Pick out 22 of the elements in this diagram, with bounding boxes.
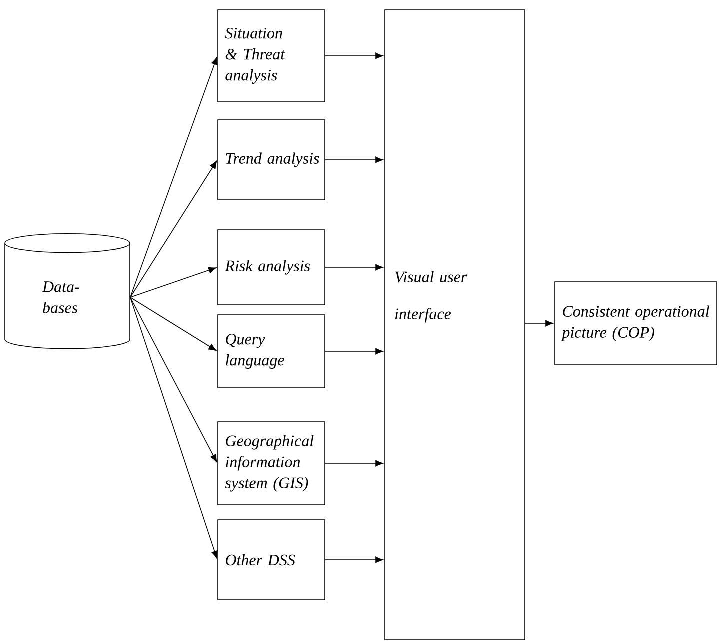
process-box: Query language (218, 314, 326, 388)
process-box: Geographical information system (GIS) (218, 422, 326, 506)
database-cylinder: Data-bases (4, 234, 130, 350)
process-box: Consistent operational picture (COP) (554, 282, 718, 366)
process-box: Risk analysis (218, 230, 326, 306)
arrow (325, 156, 384, 164)
arrow (325, 348, 384, 355)
arrow (130, 297, 217, 352)
arrow (130, 267, 216, 298)
arrow (325, 460, 384, 467)
process-box: Situation & Threat analysis (218, 10, 326, 102)
arrow (325, 556, 384, 564)
arrow (325, 264, 384, 271)
arrow (130, 297, 218, 462)
arrow (130, 297, 218, 559)
process-box: Other DSS (218, 520, 326, 600)
interface-panel: Visual user interface (384, 10, 526, 640)
process-box: Trend analysis (218, 120, 326, 200)
arrow (525, 320, 554, 327)
arrow (130, 57, 218, 298)
arrow (130, 160, 218, 298)
arrow (325, 52, 384, 60)
